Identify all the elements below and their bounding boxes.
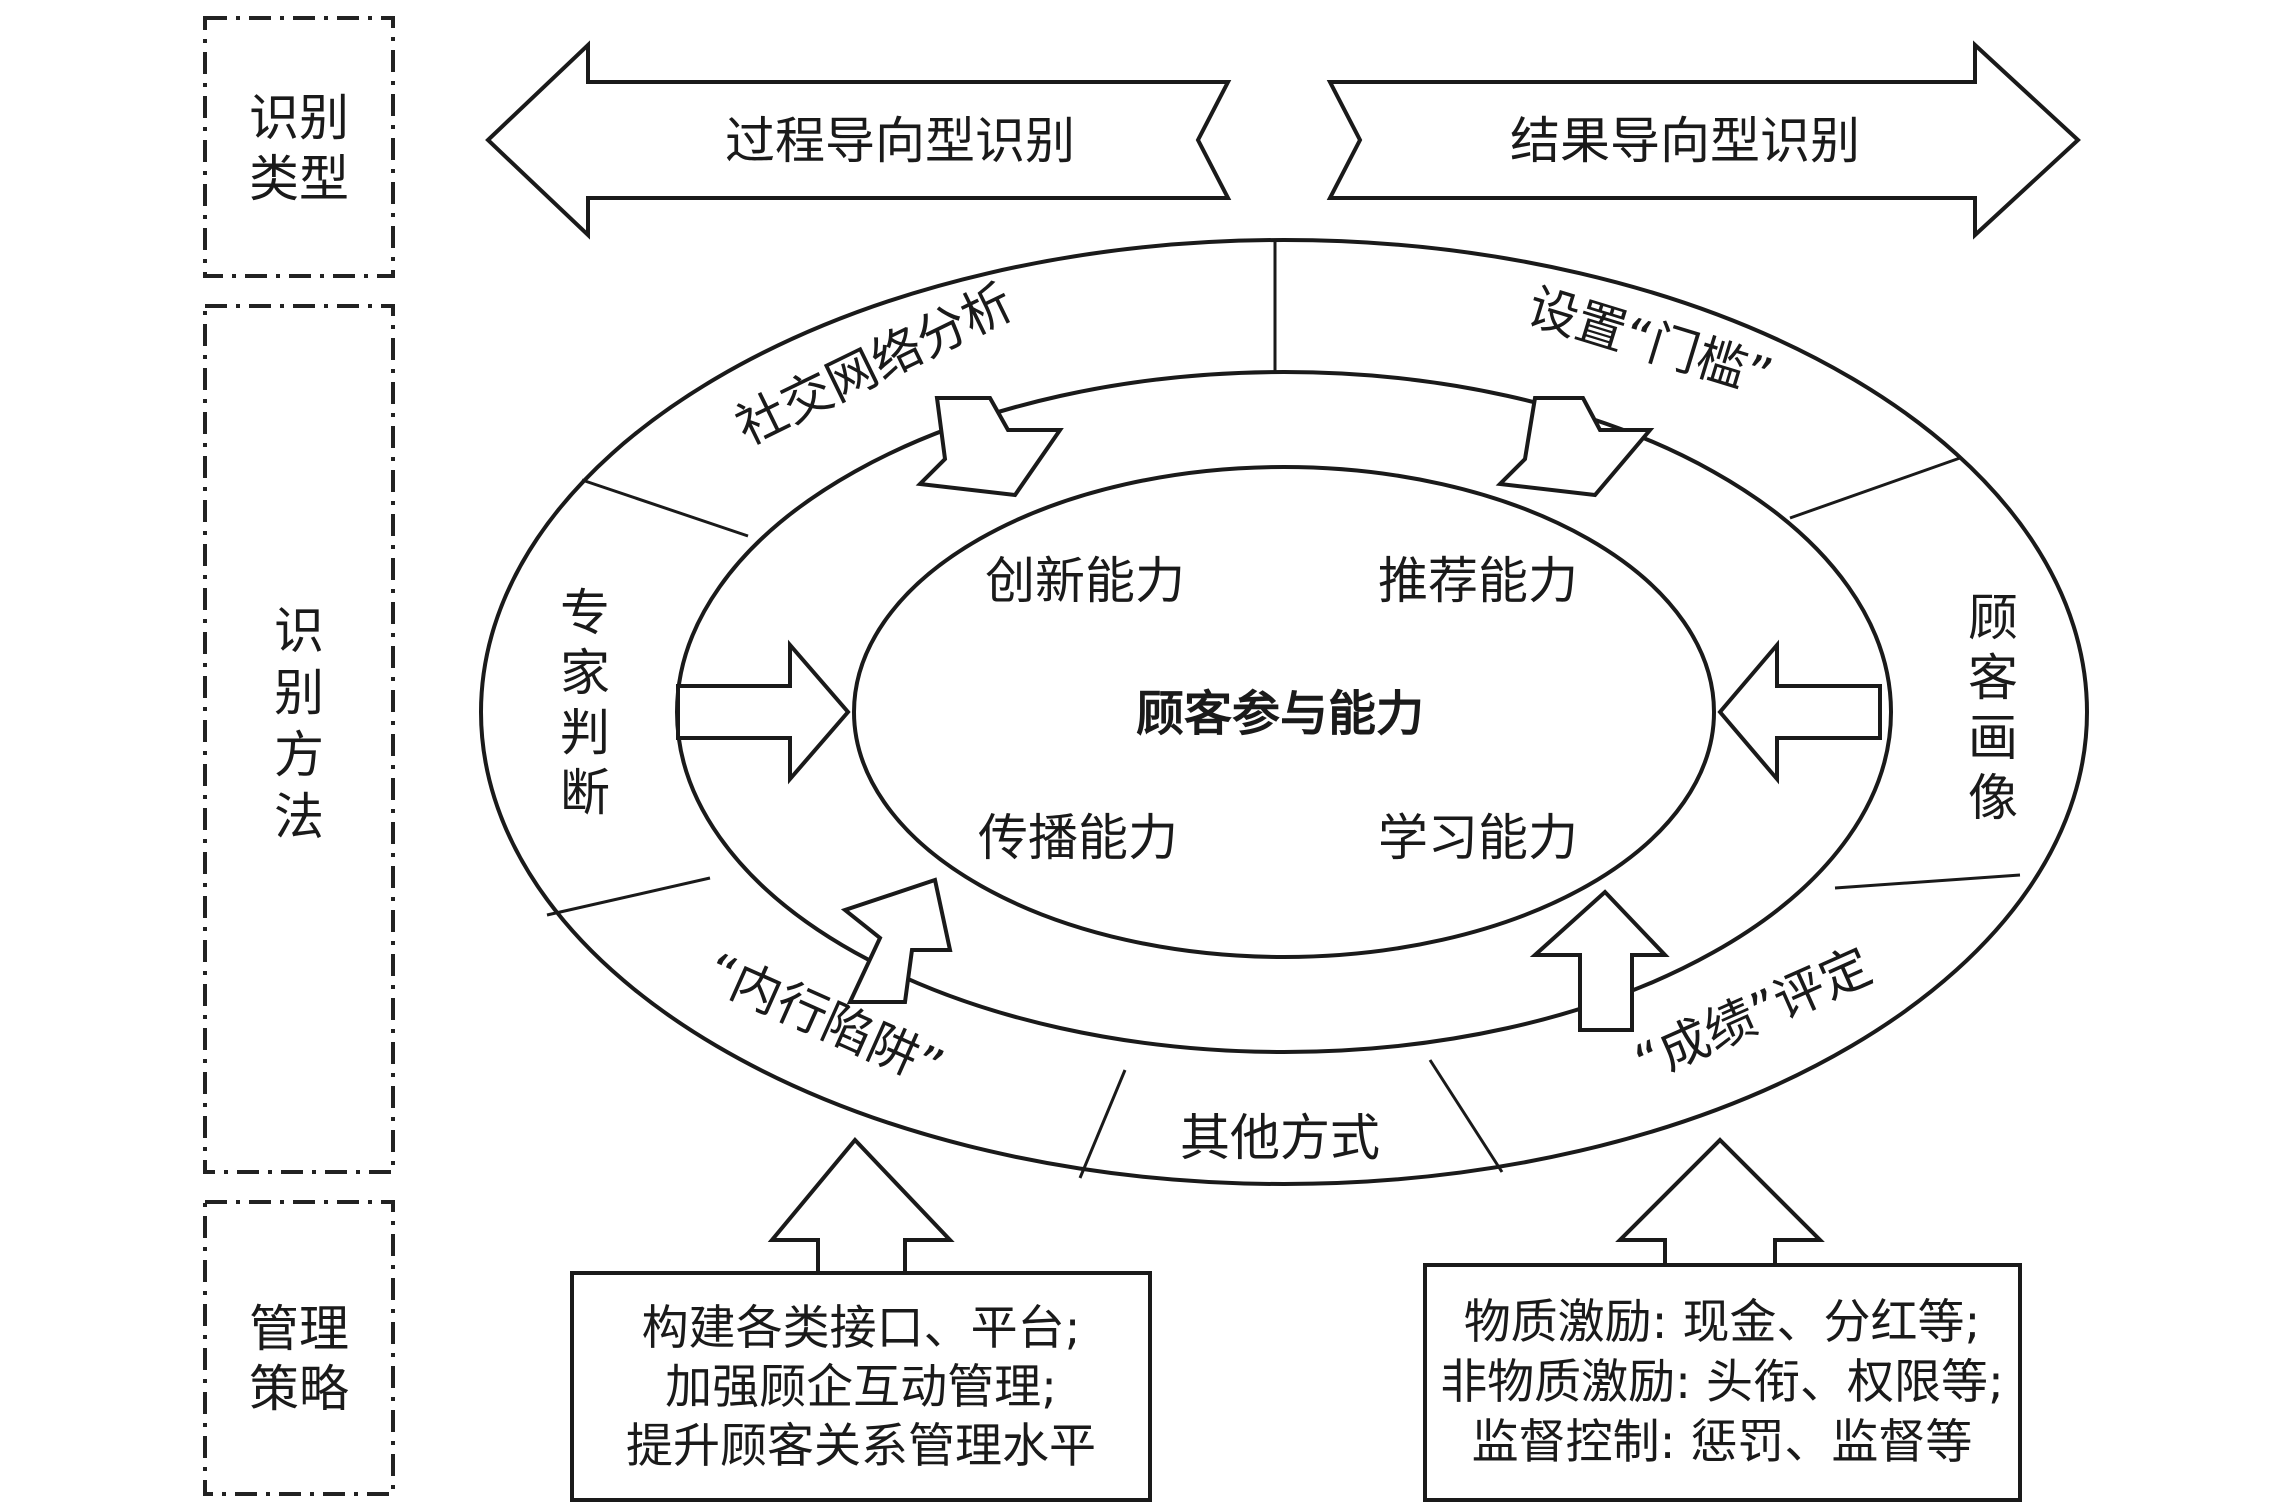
strategy-right-line3: 监督控制: 惩罚、监督等 (1472, 1415, 1973, 1470)
strategy-left-line2: 加强顾企互动管理; (665, 1360, 1057, 1415)
arrow-threshold-to-core (1495, 396, 1655, 498)
method-portrait-char1: 顾 (1968, 589, 2018, 647)
method-expert-char1: 专 (560, 584, 610, 642)
type-frame (203, 16, 395, 278)
method-expert-char3: 判 (560, 704, 610, 762)
strategy-box-left (570, 1271, 1152, 1502)
arrow-performance-to-core (1529, 889, 1670, 1032)
ability-innovation: 创新能力 (985, 552, 1185, 610)
result-oriented-arrow (1326, 40, 2081, 240)
method-label-char2: 别 (274, 664, 324, 722)
arrow-social-to-core (915, 396, 1064, 498)
arrow-expert-to-core (676, 639, 851, 785)
method-frame (203, 304, 395, 1174)
strategy-label-line1: 管理 (249, 1300, 349, 1358)
arrow-right-strategy-up (1615, 1137, 1825, 1270)
divider-upper-left (581, 478, 749, 538)
method-portrait-char2: 客 (1968, 649, 2018, 707)
divider-bottom-right (1428, 1059, 1504, 1173)
process-oriented-arrow (485, 40, 1232, 240)
strategy-label-line2: 策略 (249, 1360, 349, 1418)
ability-spread: 传播能力 (978, 809, 1178, 867)
arrow-insider-to-core (840, 877, 953, 1004)
type-label-line2: 类型 (249, 150, 349, 208)
method-portrait-char3: 画 (1968, 709, 2018, 767)
type-label-line1: 识别 (249, 89, 349, 147)
process-oriented-label: 过程导向型识别 (725, 112, 1075, 170)
method-expert-char4: 断 (560, 764, 610, 822)
result-oriented-label: 结果导向型识别 (1510, 112, 1860, 170)
method-expert-char2: 家 (560, 644, 610, 702)
divider-bottom-left (1078, 1069, 1127, 1179)
method-label-char3: 方 (274, 726, 324, 784)
divider-upper-right (1789, 456, 1961, 520)
inner-core (852, 465, 1716, 959)
divider-lower-left (546, 876, 711, 917)
ability-learning: 学习能力 (1378, 809, 1578, 867)
strategy-left-line1: 构建各类接口、平台; (642, 1301, 1081, 1356)
arrow-portrait-to-core (1717, 639, 1882, 785)
arrow-left-strategy-up (767, 1136, 955, 1287)
method-label-char1: 识 (274, 602, 324, 660)
ability-center: 顾客参与能力 (1136, 686, 1424, 742)
strategy-right-line1: 物质激励: 现金、分红等; (1464, 1295, 1981, 1350)
strategy-left-line3: 提升顾客关系管理水平 (626, 1419, 1096, 1474)
method-label-char4: 法 (274, 788, 324, 846)
ability-recommend: 推荐能力 (1378, 552, 1578, 610)
strategy-frame (203, 1200, 395, 1496)
strategy-right-line2: 非物质激励: 头衔、权限等; (1440, 1355, 2004, 1410)
method-portrait-char4: 像 (1968, 769, 2018, 827)
method-other: 其他方式 (1180, 1109, 1380, 1167)
strategy-box-right (1423, 1263, 2022, 1502)
divider-lower-right (1834, 873, 2021, 890)
